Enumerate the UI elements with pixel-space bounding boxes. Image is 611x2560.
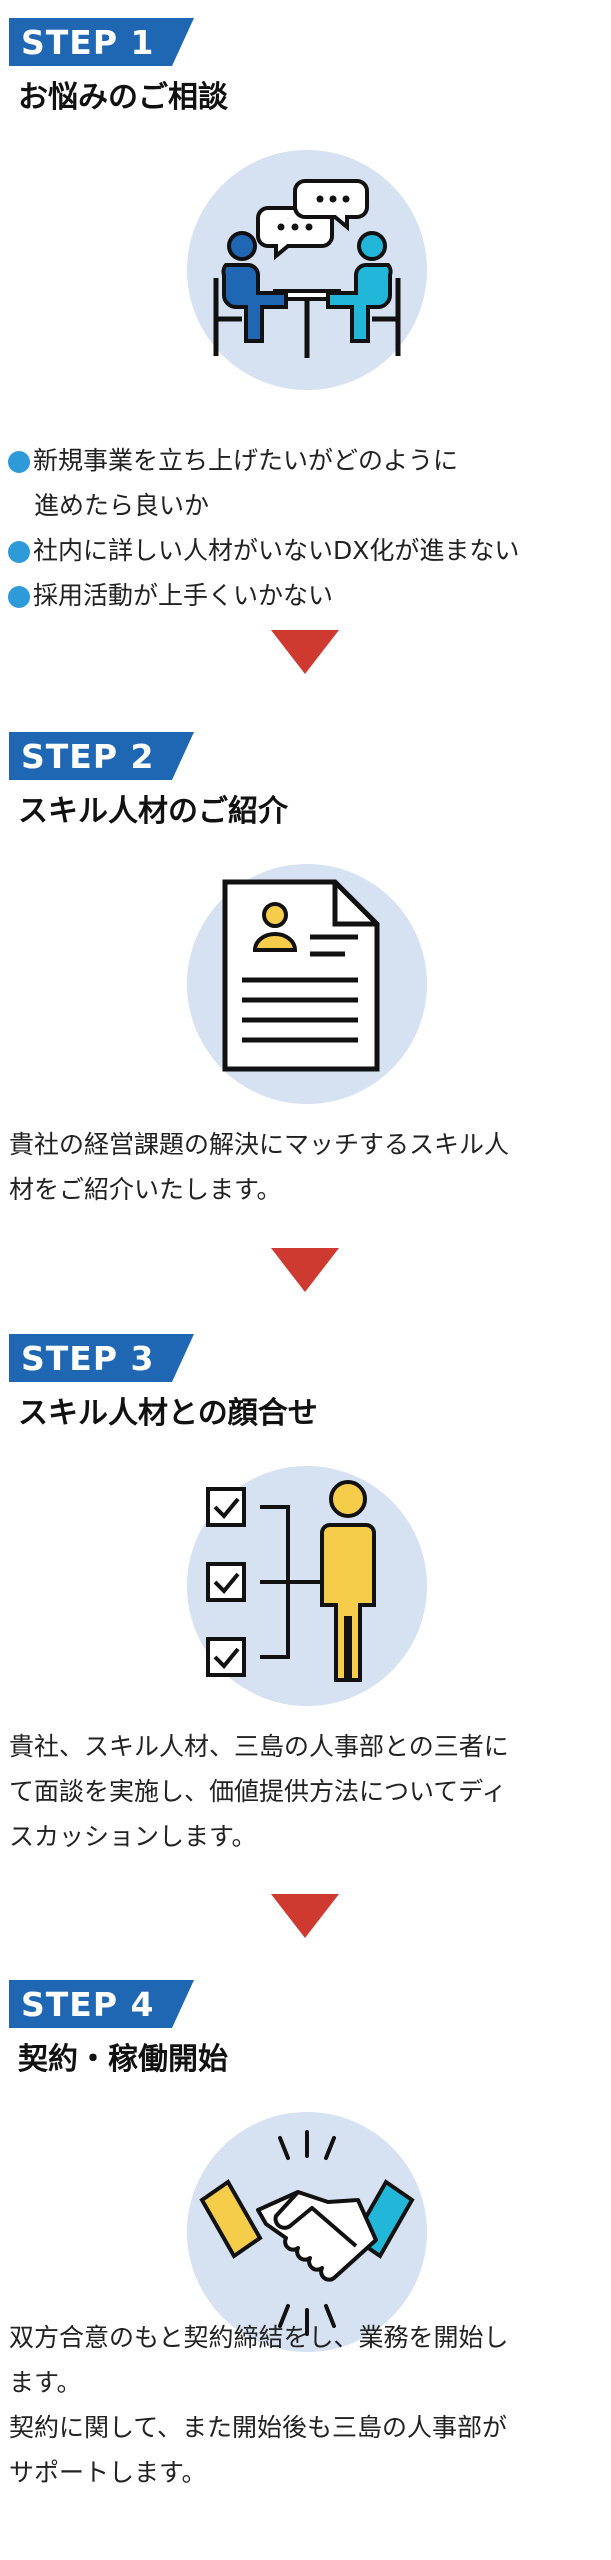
handshake-icon xyxy=(180,2110,435,2365)
step-badge-label: STEP 3 xyxy=(21,1339,155,1378)
down-arrow-icon xyxy=(271,630,339,674)
description-line: 貴社、スキル人材、三島の人事部との三者に xyxy=(9,1732,509,1761)
step-badge-label: STEP 4 xyxy=(21,1985,155,2024)
step-badge-label: STEP 1 xyxy=(21,23,155,62)
description-line: て面談を実施し、価値提供方法についてディ xyxy=(9,1777,507,1806)
list-item-text: 採用活動が上手くいかない xyxy=(33,581,334,610)
step-badge-label: STEP 2 xyxy=(21,737,155,776)
step-badge: STEP 4 xyxy=(9,1980,194,2028)
description-line: スカッションします。 xyxy=(9,1822,257,1851)
step-title: 契約・稼働開始 xyxy=(18,2042,228,2077)
bullet-dot-icon xyxy=(8,451,30,473)
description-line: ます。 xyxy=(9,2368,82,2397)
step-badge: STEP 3 xyxy=(9,1334,194,1382)
step-title: スキル人材のご紹介 xyxy=(18,794,288,829)
step-description: 双方合意のもと契約締結をし、業務を開始し ます。 契約に関して、また開始後も三島… xyxy=(9,2315,603,2495)
resume-document-icon xyxy=(180,862,435,1117)
list-item-text: 社内に詳しい人材がいないDX化が進まない xyxy=(33,536,520,565)
concern-list: 新規事業を立ち上げたいがどのように 進めたら良いか 社内に詳しい人材がいないDX… xyxy=(6,438,519,618)
description-line: 材をご紹介いたします。 xyxy=(9,1175,282,1204)
list-item: 採用活動が上手くいかない xyxy=(6,573,519,618)
list-item: 社内に詳しい人材がいないDX化が進まない xyxy=(6,528,519,573)
list-item: 新規事業を立ち上げたいがどのように 進めたら良いか xyxy=(6,438,519,528)
list-item-text: 進めたら良いか xyxy=(34,491,210,520)
consultation-people-chat-icon xyxy=(180,143,435,398)
down-arrow-icon xyxy=(271,1248,339,1292)
step-badge: STEP 2 xyxy=(9,732,194,780)
step-title: お悩みのご相談 xyxy=(18,80,228,115)
step-badge: STEP 1 xyxy=(9,18,194,66)
step-description: 貴社、スキル人材、三島の人事部との三者に て面談を実施し、価値提供方法についてデ… xyxy=(9,1724,603,1859)
step-title: スキル人材との顔合せ xyxy=(18,1396,318,1431)
bullet-dot-icon xyxy=(8,586,30,608)
list-item-text: 新規事業を立ち上げたいがどのように xyxy=(33,446,459,475)
step-description: 貴社の経営課題の解決にマッチするスキル人 材をご紹介いたします。 xyxy=(9,1122,603,1212)
description-line: サポートします。 xyxy=(9,2458,207,2487)
bullet-dot-icon xyxy=(8,541,30,563)
description-line: 契約に関して、また開始後も三島の人事部が xyxy=(9,2413,508,2442)
checklist-person-icon xyxy=(180,1459,435,1714)
down-arrow-icon xyxy=(271,1894,339,1938)
description-line: 貴社の経営課題の解決にマッチするスキル人 xyxy=(9,1130,510,1159)
description-line: 双方合意のもと契約締結をし、業務を開始し xyxy=(9,2323,509,2352)
